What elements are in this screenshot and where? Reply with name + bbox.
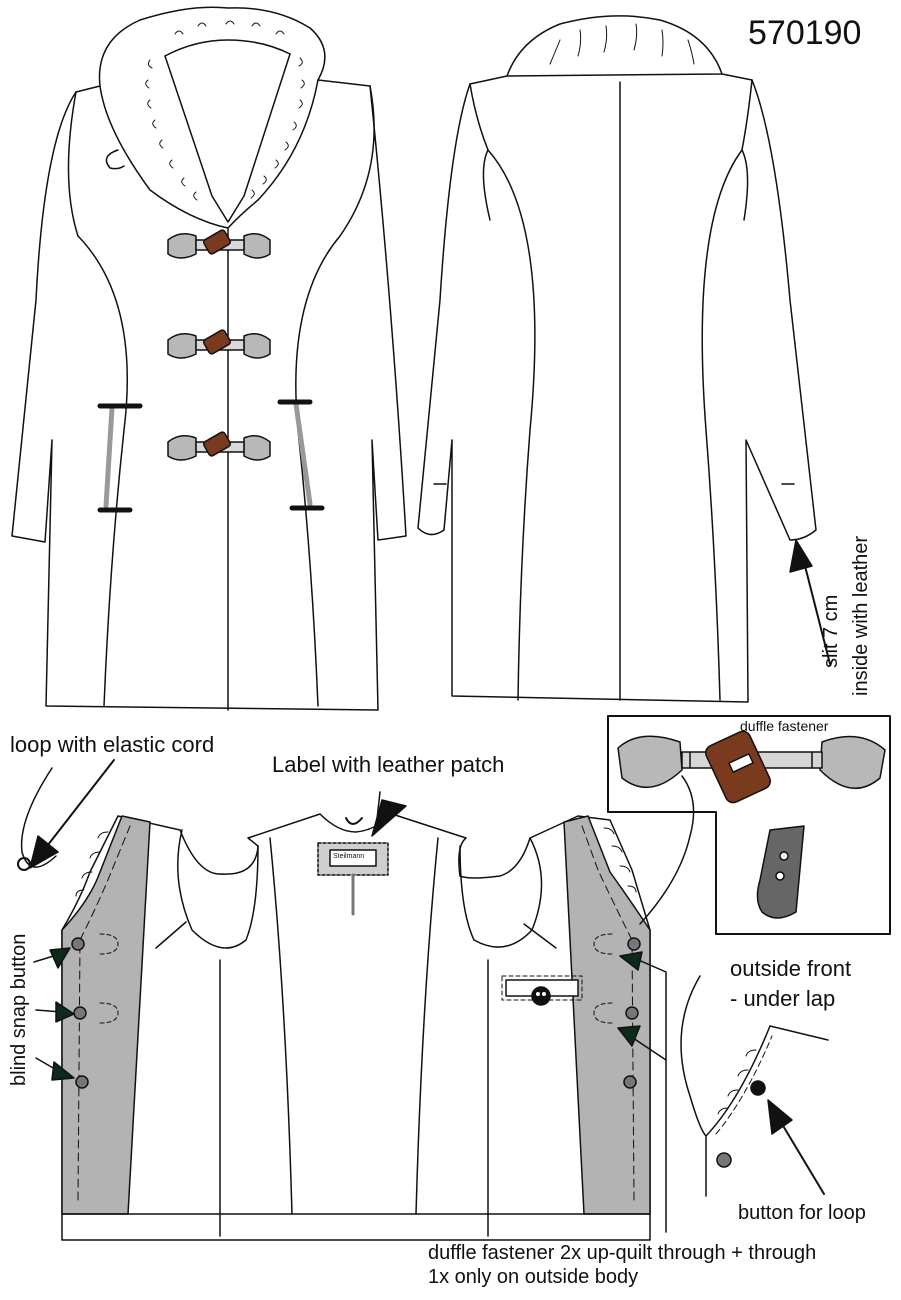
front-view xyxy=(11,6,407,711)
brand-tag: Steilmann xyxy=(333,853,365,860)
front-pocket-left xyxy=(97,403,143,513)
style-number: 570190 xyxy=(748,14,862,52)
blind-snap-label: blind snap button xyxy=(8,933,30,1086)
snap-button-5 xyxy=(625,1006,639,1020)
loop-label: loop with elastic cord xyxy=(10,732,215,757)
duffle-note-line2: 1x only on outside body xyxy=(428,1266,639,1288)
underlap-detail xyxy=(680,975,829,1197)
slit-label-line1: slit 7 cm xyxy=(820,594,842,668)
snap-button-3 xyxy=(75,1075,89,1089)
snap-button-6 xyxy=(623,1075,637,1089)
snap-button-1 xyxy=(71,937,85,951)
front-collar xyxy=(98,6,326,87)
back-collar xyxy=(506,15,723,77)
button-loop-label: button for loop xyxy=(738,1202,866,1224)
leather-label-patch xyxy=(317,842,389,916)
inside-outline xyxy=(61,813,651,1241)
duffle-detail-box xyxy=(607,715,891,935)
duffle-note-line1: duffle fastener 2x up-quilt through + th… xyxy=(428,1242,817,1264)
snap-button-2 xyxy=(73,1006,87,1020)
loop-button xyxy=(750,1080,766,1096)
front-toggle-3 xyxy=(167,431,271,461)
outside-front-label-line1: outside front xyxy=(730,956,852,981)
facing-right xyxy=(563,815,651,1215)
front-toggle-1 xyxy=(167,229,271,259)
front-pocket-right xyxy=(277,399,325,511)
back-body-outline xyxy=(417,73,817,703)
facing-left xyxy=(61,815,151,1215)
front-body-outline xyxy=(11,79,407,711)
label-patch-label: Label with leather patch xyxy=(272,752,505,777)
duffle-fastener-label: duffle fastener xyxy=(740,718,829,734)
outside-front-label-line2: - under lap xyxy=(730,986,836,1011)
front-toggle-2 xyxy=(167,329,271,359)
snap-button-4 xyxy=(627,937,641,951)
inside-toggle xyxy=(501,975,583,1006)
slit-label-line2: inside with leather xyxy=(850,535,872,696)
back-view xyxy=(417,15,817,703)
annotation-arrows xyxy=(29,759,667,1233)
inside-view xyxy=(17,767,651,1241)
slit-arrow xyxy=(789,539,831,665)
